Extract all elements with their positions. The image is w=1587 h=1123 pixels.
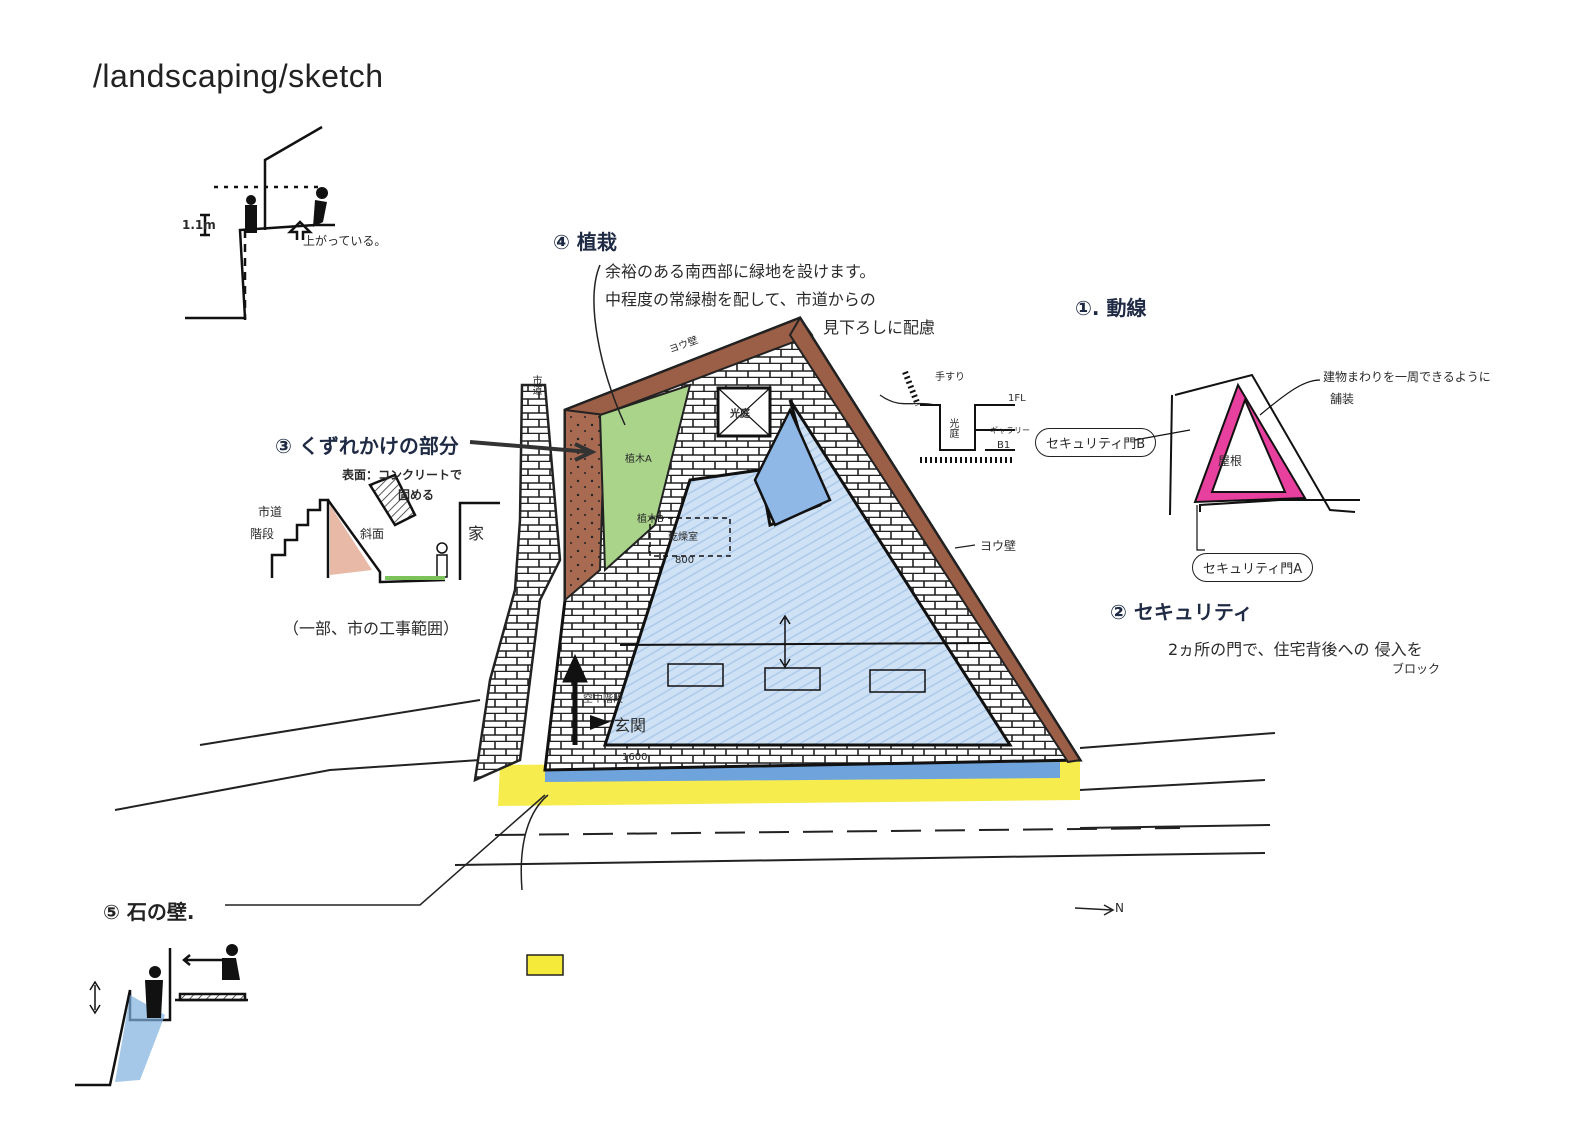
item3-stairs-2: 階段 [250, 527, 275, 541]
security-gate-a: セキュリティ門A [1192, 553, 1314, 582]
item2-heading: ② セキュリティ [1110, 600, 1253, 624]
item1-note-1: 建物まわりを一周できるように [1323, 370, 1491, 384]
item2-note-1: 2ヵ所の門で、住宅背後への 侵入を [1168, 640, 1423, 659]
drying-room-label: 乾燥室 [668, 532, 698, 543]
section-court [902, 370, 1015, 463]
leader-item3 [469, 440, 597, 462]
item3-footnote: （一部、市の工事範囲） [283, 619, 460, 638]
page-title: /landscaping/sketch [93, 58, 384, 94]
entrance-label: 玄関 [614, 716, 647, 735]
item2-note-2: ブロック [1392, 662, 1441, 676]
north-arrow-icon [1074, 904, 1115, 916]
tree-b-label: 植木B [637, 514, 664, 525]
retaining-wall-right [788, 316, 1082, 764]
level-1fl: 1FL [1008, 393, 1026, 404]
item5-heading: ⑤ 石の壁. [103, 900, 195, 924]
dim-800: 800 [675, 555, 695, 566]
roof-line [619, 642, 991, 646]
item4-note-3: 見下ろしに配慮 [823, 318, 936, 337]
leader-item4 [593, 264, 626, 426]
roof-dimension-arrow [779, 614, 791, 669]
entrance-arrow [562, 653, 588, 745]
item1-heading: ①. 動線 [1075, 296, 1147, 320]
court-section-light-court: 光庭 [947, 418, 958, 438]
light-court-skylight [753, 407, 832, 527]
garden-green [598, 383, 692, 573]
item4-note-1: 余裕のある南西部に緑地を設けます。 [605, 262, 876, 281]
section-item3 [270, 473, 500, 584]
height-label: 1.1m [182, 218, 216, 232]
drying-room [649, 517, 731, 557]
north-label: N [1115, 901, 1124, 915]
item4-note-2: 中程度の常緑樹を配して、市道からの [605, 290, 876, 309]
item3-stairs-1: 市道 [258, 505, 283, 519]
roof-vent-3 [869, 669, 926, 693]
legend-yellow-swatch [526, 954, 564, 976]
city-stairs [473, 383, 562, 783]
item3-slope: 斜面 [360, 527, 385, 541]
retaining-wall-left [564, 408, 607, 603]
security-gate-b: セキュリティ門B [1035, 428, 1157, 457]
entrance-stairs-label: 空中階段 [583, 694, 623, 705]
gallery-label: ギャラリー [990, 426, 1030, 435]
item3-house: 家 [468, 524, 485, 543]
roads [114, 699, 1276, 866]
city-road-label: 市道 [530, 375, 541, 395]
item4-heading: ④ 植栽 [553, 230, 617, 254]
item3-surface-note-2: 固める [398, 488, 435, 502]
roof-vent-2 [764, 667, 821, 691]
level-b1: B1 [997, 440, 1011, 451]
item3-surface-note-1: 表面：コンクリートで [342, 468, 463, 482]
roof-label: 屋根 [1218, 454, 1243, 468]
retaining-wall-right-label: ヨウ壁 [980, 539, 1017, 553]
dim-1600: 1600 [622, 752, 648, 763]
tree-a-label: 植木A [625, 454, 652, 465]
item3-heading: ③ くずれかけの部分 [275, 434, 459, 458]
leader-wall [954, 544, 976, 549]
leader-item5 [225, 794, 546, 906]
raised-note: 上がっている。 [303, 234, 387, 248]
inset-circulation [1134, 373, 1360, 551]
leader-court [879, 394, 936, 406]
item1-note-2: 舗装 [1330, 392, 1355, 406]
light-court-label: 光庭 [730, 409, 750, 420]
handrail-label: 手すり [935, 372, 965, 383]
roof-vent-1 [667, 663, 724, 687]
section-top [185, 125, 335, 320]
